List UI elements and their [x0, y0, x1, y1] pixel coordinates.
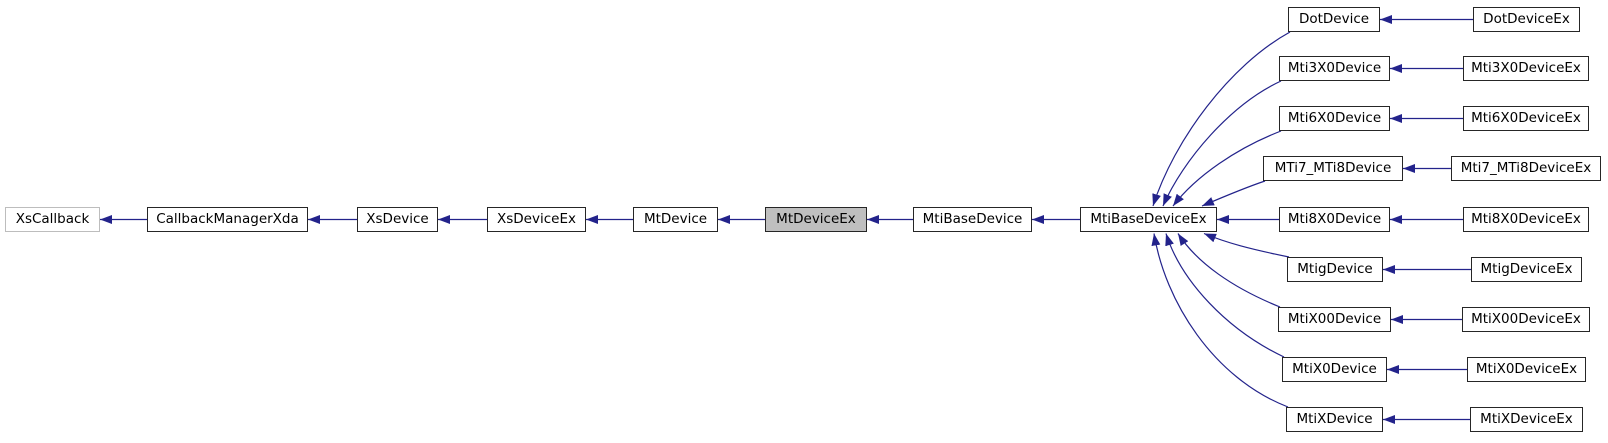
node-mtdeviceex-current: MtDeviceEx [765, 207, 867, 232]
node-dotdeviceex[interactable]: DotDeviceEx [1473, 7, 1580, 32]
node-mtix0device[interactable]: MtiX0Device [1282, 357, 1387, 382]
edge-mtix00device-mtibasedeviceex [1177, 233, 1281, 308]
node-callbackmanagerxda[interactable]: CallbackManagerXda [147, 207, 308, 232]
node-mtix00deviceex[interactable]: MtiX00DeviceEx [1462, 307, 1590, 332]
edge-mtix0device-mtibasedeviceex [1165, 233, 1285, 358]
node-mtigdeviceex[interactable]: MtigDeviceEx [1471, 257, 1582, 282]
node-dotdevice[interactable]: DotDevice [1288, 7, 1380, 32]
edge-mti3x0device-mtibasedeviceex [1162, 80, 1282, 207]
node-xscallback: XsCallback [5, 207, 100, 232]
node-mti7-mti8deviceex[interactable]: Mti7_MTi8DeviceEx [1451, 156, 1601, 181]
node-xsdeviceex[interactable]: XsDeviceEx [487, 207, 586, 232]
node-mtibasedeviceex[interactable]: MtiBaseDeviceEx [1080, 207, 1217, 232]
node-mtigdevice[interactable]: MtigDevice [1287, 257, 1383, 282]
node-mti8x0device[interactable]: Mti8X0Device [1279, 207, 1390, 232]
node-mti7-mti8device[interactable]: MTi7_MTi8Device [1263, 156, 1403, 181]
node-mti8x0deviceex[interactable]: Mti8X0DeviceEx [1463, 207, 1589, 232]
edge-mtigdevice-mtibasedeviceex [1203, 232, 1290, 258]
node-mtixdeviceex[interactable]: MtiXDeviceEx [1470, 407, 1583, 432]
node-mtdevice[interactable]: MtDevice [633, 207, 718, 232]
node-mtibasedevice[interactable]: MtiBaseDevice [913, 207, 1032, 232]
node-mtixdevice[interactable]: MtiXDevice [1286, 407, 1383, 432]
node-mti6x0device[interactable]: Mti6X0Device [1279, 106, 1390, 131]
node-mti3x0deviceex[interactable]: Mti3X0DeviceEx [1463, 56, 1589, 81]
node-xsdevice[interactable]: XsDevice [357, 207, 438, 232]
edge-mti7-mti8device-mtibasedeviceex [1201, 180, 1266, 207]
node-mtix00device[interactable]: MtiX00Device [1278, 307, 1391, 332]
edge-mtixdevice-mtibasedeviceex [1151, 233, 1289, 408]
edge-dotdevice-mtibasedeviceex [1152, 31, 1291, 207]
node-mti3x0device[interactable]: Mti3X0Device [1279, 56, 1390, 81]
node-mti6x0deviceex[interactable]: Mti6X0DeviceEx [1463, 106, 1589, 131]
edge-mti6x0device-mtibasedeviceex [1172, 130, 1282, 207]
node-mtix0deviceex[interactable]: MtiX0DeviceEx [1467, 357, 1586, 382]
